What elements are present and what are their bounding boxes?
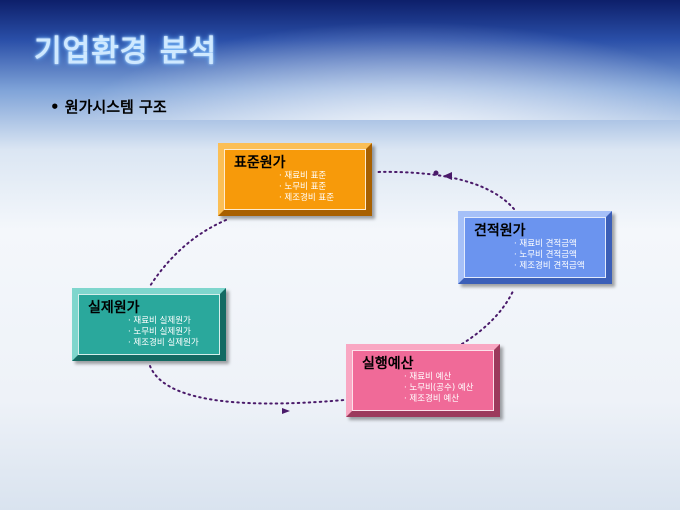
box-estimated-cost: 견적원가 재료비 견적금액노무비 견적금액제조경비 견적금액 <box>458 211 612 284</box>
box-actual-cost: 실제원가 재료비 실제원가노무비 실제원가제조경비 실제원가 <box>72 288 226 361</box>
arrowhead-icon <box>443 172 452 180</box>
arrow-teal-to-pink <box>149 365 345 405</box>
box-execution-budget: 실행예산 재료비 예산노무비(공수) 예산제조경비 예산 <box>346 344 500 417</box>
box-standard-cost: 표준원가 재료비 표준노무비 표준제조경비 표준 <box>218 143 372 216</box>
box-item: 노무비 견적금액 <box>514 250 585 261</box>
box-item: 재료비 실제원가 <box>128 316 199 327</box>
box-item: 노무비 실제원가 <box>128 327 199 338</box>
arrow-blue-to-orange <box>375 170 515 210</box>
background-decoration <box>0 0 680 120</box>
box-item: 재료비 예산 <box>404 372 473 383</box>
box-item: 제조경비 실제원가 <box>128 338 198 349</box>
arrow-pink-to-blue <box>461 288 515 345</box>
box-title: 실행예산 <box>362 356 414 372</box>
box-item: 재료비 표준 <box>279 171 334 182</box>
box-item: 제조경비 예산 <box>404 394 473 405</box>
box-item: 노무비(공수) 예산 <box>404 383 473 394</box>
box-title: 실제원가 <box>88 300 140 316</box>
box-title: 견적원가 <box>474 223 526 239</box>
slide-subtitle: • 원가시스템 구조 <box>50 98 167 116</box>
arrow-orange-to-teal <box>149 219 227 287</box>
box-item: 제조경비 표준 <box>279 193 334 204</box>
box-item: 재료비 견적금액 <box>514 239 585 250</box>
box-item: 제조경비 견적금액 <box>514 261 584 272</box>
arrow-dot <box>433 170 439 176</box>
box-title: 표준원가 <box>234 155 286 171</box>
slide-title: 기업환경 분석 <box>34 34 218 69</box>
arrowhead-icon <box>282 408 290 414</box>
box-item: 노무비 표준 <box>279 182 334 193</box>
